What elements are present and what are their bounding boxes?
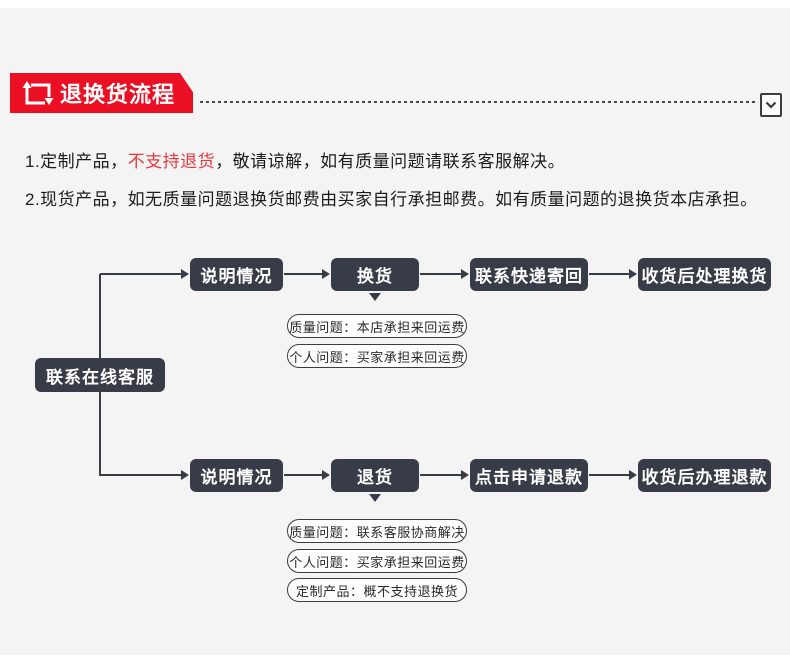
flow-step-courier-return: 联系快递寄回 (470, 258, 588, 291)
note1-prefix: 1.定制产品， (25, 152, 128, 171)
connector-arrow (100, 269, 189, 279)
flow-step-exchange: 换货 (331, 258, 419, 291)
policy-note-1: 1.定制产品，不支持退货，敬请谅解，如有质量问题请联系客服解决。 (25, 147, 775, 172)
flow-note-oval: 个人问题：买家承担来回运费 (287, 549, 467, 573)
flow-step-explain-1: 说明情况 (190, 258, 283, 291)
connector-arrow (589, 470, 637, 480)
section-header-ribbon: 退换货流程 (10, 73, 193, 113)
arrow-down-icon (369, 494, 381, 502)
connector-arrow (420, 269, 469, 279)
connector-arrow (284, 470, 330, 480)
flow-step-process-refund: 收货后办理退款 (638, 459, 771, 492)
connector-arrow (100, 470, 189, 480)
arrow-down-icon (369, 293, 381, 301)
flow-box-start: 联系在线客服 (35, 358, 165, 392)
connector-arrow (284, 269, 330, 279)
connector-arrow (589, 269, 637, 279)
policy-note-2: 2.现货产品，如无质量问题退换货邮费由买家自行承担邮费。如有质量问题的退换货本店… (25, 185, 775, 210)
collapse-toggle[interactable] (760, 93, 782, 117)
note2-text: 2.现货产品，如无质量问题退换货邮费由买家自行承担邮费。如有质量问题的退换货本店… (25, 190, 758, 209)
flow-step-refund: 退货 (331, 459, 419, 492)
flow-step-explain-2: 说明情况 (190, 459, 283, 492)
flow-step-process-exchange: 收货后处理换货 (638, 258, 771, 291)
note1-suffix: ，敬请谅解，如有质量问题请联系客服解决。 (215, 152, 566, 171)
connector-arrow (420, 470, 469, 480)
flow-note-oval: 个人问题：买家承担来回运费 (287, 344, 467, 368)
dashed-divider (200, 101, 756, 103)
flow-note-oval: 质量问题：联系客服协商解决 (287, 519, 467, 543)
exchange-loop-arrows-icon (20, 79, 54, 107)
flow-note-oval: 质量问题：本店承担来回运费 (287, 314, 467, 338)
section-title: 退换货流程 (60, 82, 176, 107)
flow-step-apply-refund: 点击申请退款 (470, 459, 588, 492)
chevron-down-icon (765, 101, 777, 109)
flow-note-oval: 定制产品：概不支持退换货 (287, 578, 467, 602)
note1-highlight: 不支持退货 (127, 152, 216, 171)
